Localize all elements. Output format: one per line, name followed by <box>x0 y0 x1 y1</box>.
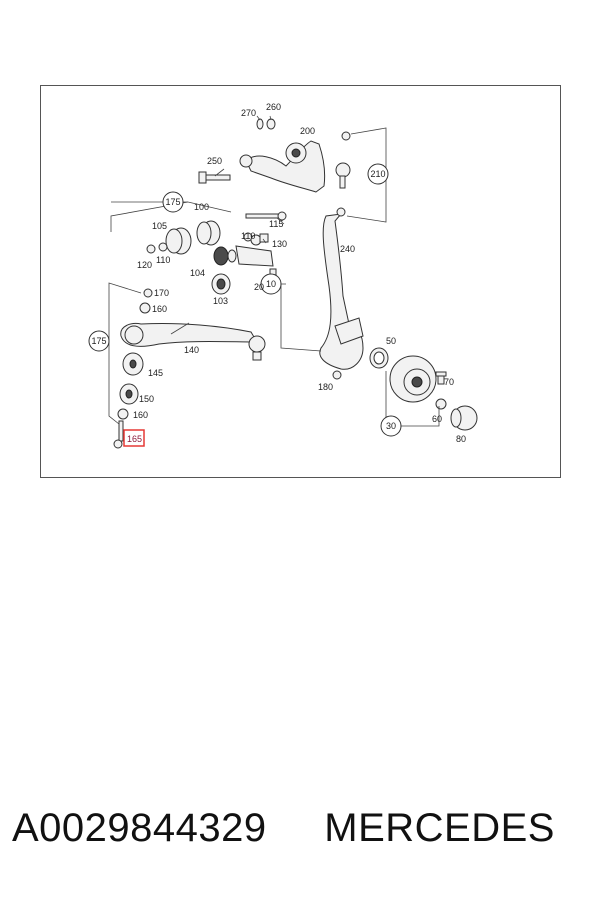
part-caption: A0029844329 MERCEDES <box>12 806 592 851</box>
steering-knuckle <box>319 213 364 380</box>
label-60: 60 <box>432 414 442 424</box>
hub-cap-80 <box>450 405 478 431</box>
label-150: 150 <box>139 394 154 404</box>
nut-top <box>341 131 351 141</box>
label-130: 130 <box>272 239 287 249</box>
highlight-box-165 <box>123 429 145 447</box>
washer-170 <box>143 288 153 298</box>
label-165[interactable]: 165 <box>127 434 142 444</box>
strut-bracket <box>235 245 274 267</box>
label-175b: 175 <box>91 336 106 346</box>
part-number: A0029844329 <box>12 806 267 850</box>
upper-control-arm <box>239 140 326 193</box>
label-103: 103 <box>213 296 228 306</box>
label-160a: 160 <box>152 304 167 314</box>
bolt-165 <box>113 420 124 449</box>
seal-50 <box>369 347 389 369</box>
label-140: 140 <box>184 345 199 355</box>
label-270: 270 <box>241 108 256 118</box>
bolt-240 <box>336 207 346 217</box>
bushing-group <box>146 220 262 255</box>
label-160b: 160 <box>133 410 148 420</box>
bolt-115 <box>245 211 287 221</box>
callout-circle-175b <box>88 330 110 352</box>
label-105: 105 <box>152 221 167 231</box>
callout-circle-210 <box>367 163 389 185</box>
parts-diagram: 270 260 200 250 210 175 100 115 105 110 … <box>40 85 561 478</box>
label-110b: 110 <box>156 255 170 265</box>
callout-circle-175a <box>162 191 184 213</box>
nut-60 <box>435 398 447 410</box>
wheel-bolt-70 <box>435 371 447 385</box>
label-175a: 175 <box>165 197 180 207</box>
nut-260 <box>266 118 276 130</box>
label-180: 180 <box>318 382 333 392</box>
label-80: 80 <box>456 434 466 444</box>
mount-104 <box>213 246 229 266</box>
label-104: 104 <box>190 268 205 278</box>
label-115: 115 <box>269 219 283 229</box>
label-170: 170 <box>154 288 169 298</box>
label-10: 10 <box>266 279 276 289</box>
washer-160a <box>139 302 151 314</box>
label-260: 260 <box>266 102 281 112</box>
washer-160b <box>117 408 129 420</box>
wheel-hub <box>389 355 437 403</box>
label-120: 120 <box>137 260 152 270</box>
label-100: 100 <box>194 202 209 212</box>
label-145: 145 <box>148 368 163 378</box>
label-70: 70 <box>444 377 454 387</box>
brand-name: MERCEDES <box>324 806 555 850</box>
suspension-exploded-view: 270 260 200 250 210 175 100 115 105 110 … <box>88 102 478 449</box>
label-240: 240 <box>340 244 355 254</box>
label-50: 50 <box>386 336 396 346</box>
label-200: 200 <box>300 126 315 136</box>
callout-circle-30 <box>380 415 402 437</box>
washer-270 <box>256 118 264 130</box>
lower-control-arm <box>120 322 266 361</box>
nut-130 <box>259 233 269 243</box>
callout-circle-10 <box>260 273 282 295</box>
bolt-250 <box>198 171 231 184</box>
label-250: 250 <box>207 156 222 166</box>
upper-ball-joint <box>335 162 351 189</box>
label-30: 30 <box>386 421 396 431</box>
label-210: 210 <box>370 169 385 179</box>
label-110a: 110 <box>241 231 255 241</box>
label-20: 20 <box>254 282 264 292</box>
